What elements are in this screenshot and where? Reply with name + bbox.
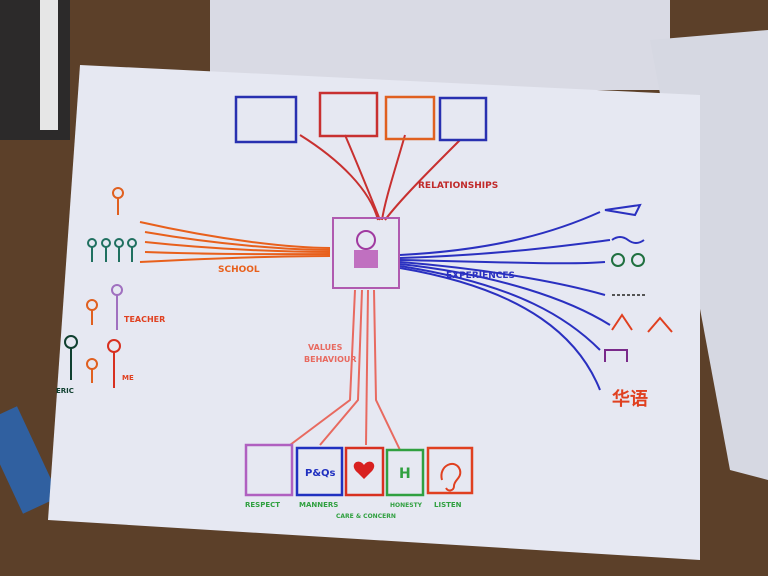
marker-white xyxy=(40,0,58,130)
tree-icon xyxy=(631,253,645,267)
relationship-boxes xyxy=(234,91,488,144)
values-lines xyxy=(289,289,401,451)
experience-icons xyxy=(604,203,673,362)
swimming-icon xyxy=(611,236,645,244)
label-respect: RESPECT xyxy=(245,501,280,509)
tree-icon xyxy=(611,253,625,267)
ear-icon xyxy=(440,462,462,492)
school-lines xyxy=(139,221,331,263)
note-icon xyxy=(604,349,628,362)
plane-icon xyxy=(604,203,642,217)
label-teacher: TEACHER xyxy=(124,315,165,324)
label-eric: ERIC xyxy=(56,387,74,395)
relationship-lines xyxy=(299,134,461,221)
label-experiences: EXPERIENCES xyxy=(446,271,515,281)
playground-icon xyxy=(611,313,673,333)
people-drawings xyxy=(64,187,137,388)
label-relationships: RELATIONSHIPS xyxy=(418,181,498,191)
chinese-text: 华语 xyxy=(612,388,648,410)
center-box xyxy=(332,217,400,289)
label-behaviour: BEHAVIOUR xyxy=(304,355,357,364)
heart-icon xyxy=(353,461,375,479)
label-me: ME xyxy=(122,374,134,382)
label-care: CARE & CONCERN xyxy=(336,513,396,520)
label-listen: LISTEN xyxy=(434,501,462,509)
self-portrait-body xyxy=(354,250,378,268)
self-portrait-head xyxy=(356,230,376,250)
symbol-manners: P&Qs xyxy=(305,468,336,479)
marker-blue xyxy=(0,406,60,514)
symbol-honesty: H xyxy=(399,466,411,482)
markers xyxy=(0,0,70,140)
label-school: SCHOOL xyxy=(218,265,260,275)
experience-lines xyxy=(399,211,611,391)
label-manners: MANNERS xyxy=(299,501,338,509)
values-boxes xyxy=(244,443,474,497)
label-honesty: HONESTY xyxy=(390,502,423,509)
label-values: VALUES xyxy=(308,343,343,352)
